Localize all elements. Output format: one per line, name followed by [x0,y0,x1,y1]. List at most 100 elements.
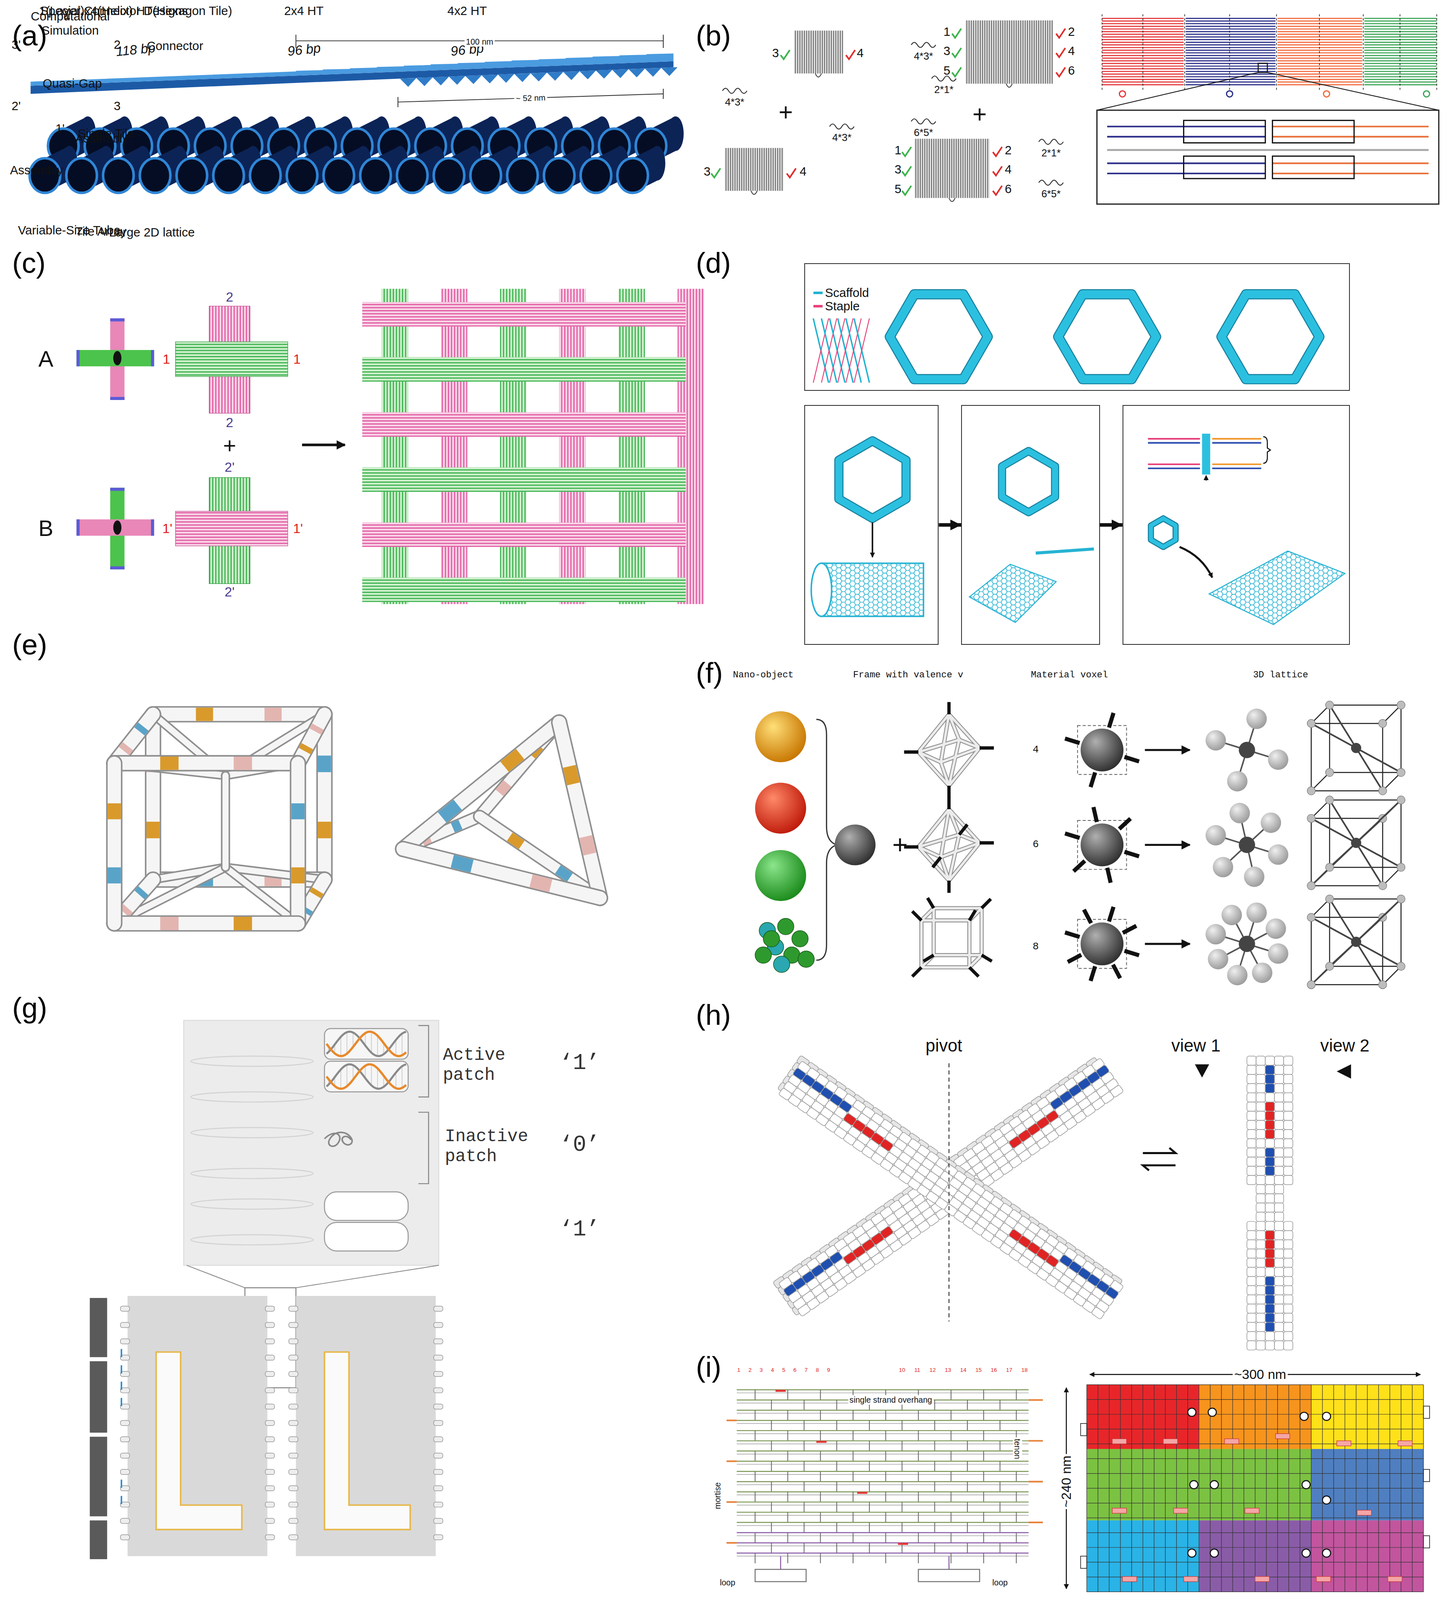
helix-line [1024,20,1026,84]
neighbor-particle [1227,964,1248,986]
helix-line [730,148,731,192]
ramp-tooth [448,75,466,85]
helix-segment [1274,1065,1284,1075]
lattice-site [1325,701,1335,710]
crossover [852,1410,854,1421]
lattice-edge [1311,818,1383,819]
helix-segment [1283,1258,1293,1268]
frame-tube [114,867,226,924]
crossover [787,1512,788,1523]
helix-line [1004,20,1006,84]
crossover [983,1512,985,1523]
helix-line [1364,22,1438,25]
frame-edge [918,752,950,786]
helix-line [999,20,1001,84]
edge-patch [265,1322,275,1328]
crossover-line [1436,14,1437,90]
leader-line [1097,72,1259,111]
frame-tube [107,763,121,924]
color-band [291,867,305,884]
crossover [754,1430,756,1441]
helix-segment [1265,1276,1275,1286]
crossover [868,1522,870,1533]
center-particle [1238,742,1256,759]
lattice-row [362,577,686,603]
hexagon-tile [1221,294,1320,380]
neighbor-particle [1268,943,1289,965]
frame-tube [225,867,299,924]
frame-edge [949,809,980,844]
crossover [999,1522,1001,1533]
crossover [901,1481,903,1492]
check-mark [711,168,721,178]
crossover [934,1522,936,1533]
protein-domain [777,918,794,935]
sticky-end [911,118,936,124]
helix-line [1277,65,1363,67]
helix-segment [1283,1102,1293,1112]
crossover-line [1399,14,1400,90]
helix-segment [1274,1212,1284,1222]
helix-segment [1265,1322,1275,1332]
bit-mark [120,1349,123,1358]
strand [1272,162,1429,164]
helix-segment [1283,1129,1293,1139]
binding-arm [1064,932,1080,937]
helix-line [1364,17,1438,20]
frame-edge [921,908,934,921]
strand [1272,125,1429,128]
helix-line [768,148,770,192]
helix-segment [1274,1184,1284,1194]
helix-segment [1265,1102,1275,1112]
helix-line [801,30,803,74]
lattice-bond [1329,843,1357,868]
helix-segment [1256,1184,1266,1194]
helix-segment [1265,1248,1275,1259]
staple-strand [736,1412,1029,1414]
crossover [820,1389,821,1400]
tube-opening [433,158,465,193]
ramp-tooth [644,67,662,77]
lattice-edge [1400,898,1402,967]
helix-line [1277,49,1363,51]
helix-segment [1256,1157,1266,1167]
helix-segment [1256,1056,1266,1066]
frame-edge [940,843,980,858]
crossover [934,1420,936,1431]
frame-edge [931,908,936,956]
lattice-edge [1311,916,1383,918]
cross-center [113,520,122,535]
crossover [983,1430,985,1441]
nanoparticle [755,782,806,834]
helix-line [1185,57,1276,59]
zoom-panel [183,1020,439,1266]
edge-patch [288,1306,298,1312]
lattice-edge [1310,723,1312,791]
strand [1107,135,1266,138]
helix-segment [1283,1166,1293,1176]
connector-bar [1202,433,1211,475]
lattice-edge [1311,885,1383,887]
lattice-bond [1329,800,1357,844]
ramp-tooth [546,71,564,81]
helix-line [1277,68,1363,70]
neighbor-particle [1229,803,1250,824]
helix-segment [1265,1157,1275,1167]
frame-tube [144,714,162,880]
helix-line [1185,17,1276,20]
helix-segment [1265,1175,1275,1185]
frame-edge [918,834,960,847]
edge-patch [265,1355,275,1361]
leader-line [1267,72,1439,111]
tube-opening [249,158,281,193]
binding-arm [1124,757,1140,762]
frame-edge [940,747,980,763]
dimension-tick [397,96,399,107]
check-mark [951,67,962,77]
helix-line [1364,49,1438,51]
neighbor-particle [1246,708,1267,730]
helix-segment [1091,1306,1106,1320]
color-band [123,908,128,913]
color-band [585,836,590,855]
helix-line [725,148,727,192]
